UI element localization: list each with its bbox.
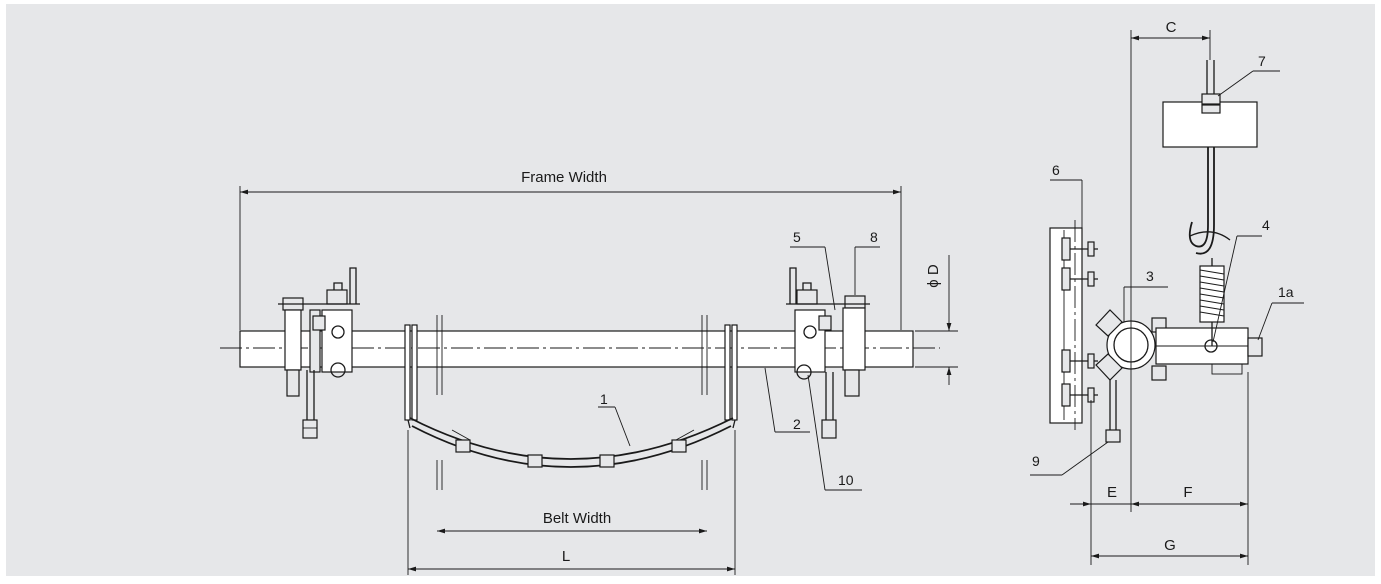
callout-1a: 1a — [1278, 284, 1294, 300]
frame-width-label: Frame Width — [521, 169, 607, 186]
callout-2: 2 — [793, 416, 801, 432]
c-label: C — [1166, 19, 1177, 36]
l-label: L — [562, 548, 570, 565]
callout-5: 5 — [793, 229, 801, 245]
callout-7: 7 — [1258, 53, 1266, 69]
plate-bolts — [1061, 237, 1098, 407]
callout-3: 3 — [1146, 268, 1154, 284]
belt-width-dimension: Belt Width — [437, 510, 707, 534]
right-bracket — [786, 267, 870, 439]
front-callouts: 1 2 5 8 10 — [598, 229, 880, 491]
callout-1: 1 — [600, 391, 608, 407]
callout-9: 9 — [1032, 453, 1040, 469]
callout-8: 8 — [870, 229, 878, 245]
left-bracket — [278, 267, 360, 439]
callout-10: 10 — [838, 472, 854, 488]
l-dimension: L — [407, 430, 736, 575]
d-label: ϕ D — [925, 264, 942, 288]
frame-width-dimension: Frame Width — [239, 169, 902, 330]
front-view: Frame Width Belt Width L ϕ D 1 — [220, 169, 958, 575]
hook — [1188, 105, 1209, 248]
f-label: F — [1183, 484, 1192, 501]
d-dimension: ϕ D — [915, 255, 958, 385]
side-callouts: 6 3 7 4 1a 9 — [1030, 53, 1304, 476]
g-label: G — [1164, 537, 1176, 554]
side-view: C E F G 6 3 7 4 1a — [1030, 19, 1304, 565]
callout-6: 6 — [1052, 162, 1060, 178]
drawing-background — [6, 4, 1375, 576]
callout-4: 4 — [1262, 217, 1270, 233]
end-bolt — [1247, 337, 1263, 357]
curved-blade — [407, 417, 736, 468]
belt-width-label: Belt Width — [543, 510, 611, 527]
e-label: E — [1107, 484, 1117, 501]
